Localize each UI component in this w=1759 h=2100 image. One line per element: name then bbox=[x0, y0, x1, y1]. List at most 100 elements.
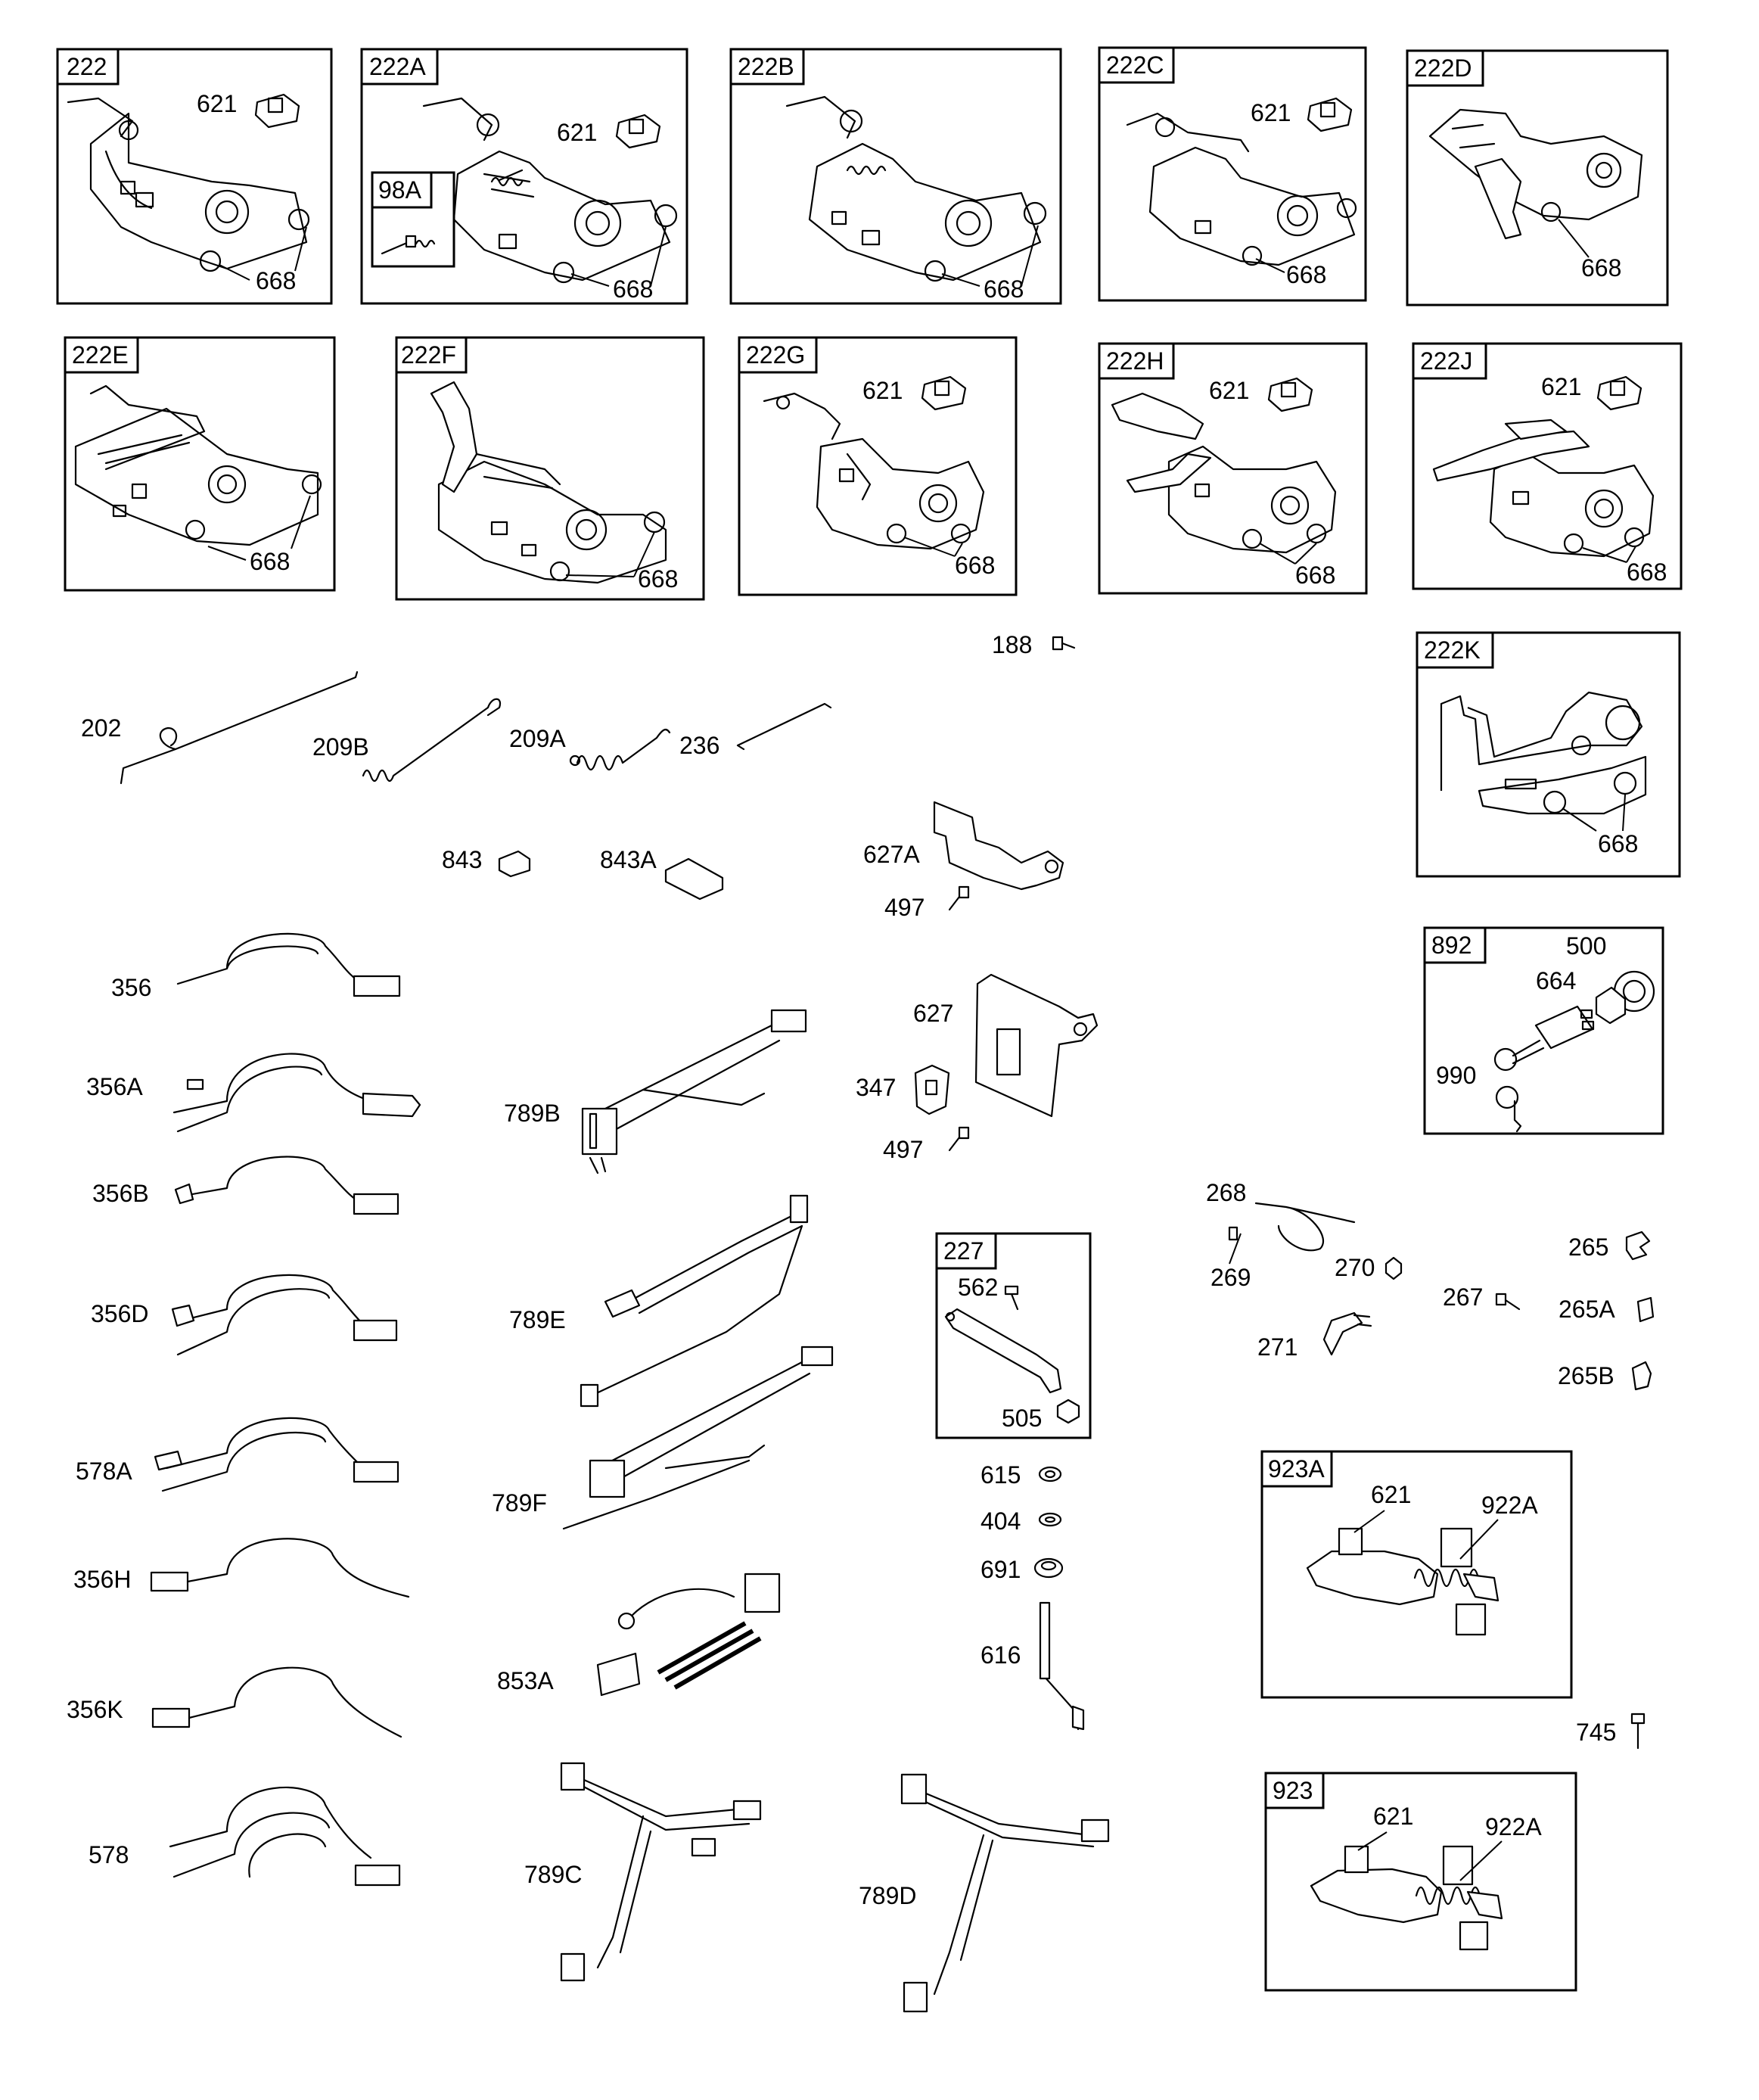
box-title: 222B bbox=[738, 53, 794, 80]
box-222B: 222B 668 bbox=[729, 48, 1062, 305]
part-label: 271 bbox=[1257, 1333, 1297, 1361]
callout-922A: 922A bbox=[1485, 1813, 1542, 1840]
callout-621: 621 bbox=[1541, 373, 1581, 400]
part-label: 843A bbox=[600, 846, 657, 873]
control-bracket-drawing bbox=[1111, 392, 1337, 554]
part-label: 627 bbox=[913, 1000, 953, 1027]
part-615: 615 bbox=[981, 1461, 1062, 1489]
part-789D: 789D bbox=[859, 1773, 1110, 2013]
part-497: 497 bbox=[883, 1126, 970, 1163]
control-bracket-drawing bbox=[1126, 112, 1357, 266]
part-label: 616 bbox=[981, 1641, 1021, 1669]
part-578A: 578A bbox=[76, 1417, 399, 1492]
part-label: 578A bbox=[76, 1458, 132, 1485]
callout-668: 668 bbox=[1598, 830, 1638, 857]
part-label: 615 bbox=[981, 1461, 1021, 1489]
part-578: 578 bbox=[89, 1786, 401, 1887]
box-title: 222F bbox=[401, 341, 456, 369]
part-265: 265 bbox=[1568, 1230, 1651, 1261]
part-label: 265A bbox=[1559, 1296, 1615, 1323]
part-356: 356 bbox=[111, 932, 401, 1001]
box-98A: 98A bbox=[371, 171, 455, 268]
part-209A: 209A bbox=[509, 725, 671, 771]
callout-621: 621 bbox=[557, 119, 597, 146]
callout-668: 668 bbox=[256, 267, 296, 294]
part-label: 356D bbox=[91, 1300, 149, 1327]
part-202: 202 bbox=[81, 670, 359, 785]
callout-668: 668 bbox=[1581, 254, 1621, 282]
part-label: 356H bbox=[73, 1566, 132, 1593]
part-789E: 789E bbox=[509, 1194, 809, 1408]
callout-621: 621 bbox=[1209, 377, 1249, 404]
clip-621-drawing bbox=[1307, 97, 1353, 132]
control-bracket-drawing bbox=[67, 97, 310, 272]
part-269: 269 bbox=[1210, 1233, 1251, 1291]
callout-562: 562 bbox=[958, 1274, 998, 1301]
part-236: 236 bbox=[679, 702, 832, 759]
part-label: 269 bbox=[1210, 1264, 1251, 1291]
part-label: 209B bbox=[312, 733, 369, 761]
box-222A: 222A 621 668 98A bbox=[360, 48, 688, 305]
part-356K: 356K bbox=[67, 1666, 402, 1738]
lever-arm-drawing bbox=[944, 1285, 1080, 1424]
box-title: 222D bbox=[1414, 54, 1472, 82]
callout-621: 621 bbox=[1251, 99, 1291, 126]
box-222: 222 621 668 bbox=[56, 48, 333, 305]
box-title: 98A bbox=[378, 176, 422, 204]
callout-505: 505 bbox=[1002, 1405, 1042, 1432]
box-title: 222J bbox=[1420, 347, 1472, 375]
part-label: 356 bbox=[111, 974, 151, 1001]
part-789C: 789C bbox=[524, 1762, 762, 1982]
part-404: 404 bbox=[981, 1507, 1062, 1535]
part-356D: 356D bbox=[91, 1274, 398, 1356]
part-label: 404 bbox=[981, 1507, 1021, 1535]
box-title: 222G bbox=[746, 341, 805, 369]
part-265B: 265B bbox=[1558, 1361, 1652, 1391]
part-265A: 265A bbox=[1559, 1296, 1655, 1323]
callout-621: 621 bbox=[197, 90, 237, 117]
box-222E: 222E 668 bbox=[64, 336, 336, 592]
part-label: 188 bbox=[992, 631, 1032, 658]
control-bracket-drawing bbox=[785, 95, 1047, 282]
bracket-plate-drawing bbox=[1440, 691, 1647, 815]
callout-668: 668 bbox=[250, 548, 290, 575]
callout-668: 668 bbox=[1295, 562, 1335, 589]
callout-668: 668 bbox=[984, 275, 1024, 303]
part-789F: 789F bbox=[492, 1346, 834, 1530]
callout-500: 500 bbox=[1566, 932, 1606, 960]
box-title: 892 bbox=[1431, 932, 1472, 959]
part-843A: 843A bbox=[600, 846, 724, 901]
part-label: 356K bbox=[67, 1696, 123, 1723]
clip-621-drawing bbox=[615, 114, 661, 149]
part-627: 627 bbox=[913, 973, 1099, 1118]
part-label: 627A bbox=[863, 841, 920, 868]
part-label: 843 bbox=[442, 846, 482, 873]
part-270: 270 bbox=[1335, 1254, 1403, 1281]
callout-668: 668 bbox=[1286, 261, 1326, 288]
part-267: 267 bbox=[1443, 1283, 1521, 1311]
part-label: 268 bbox=[1206, 1179, 1246, 1206]
screw-and-spring-drawing bbox=[381, 235, 436, 255]
clip-621-drawing bbox=[1267, 377, 1313, 412]
screw-drawing bbox=[1052, 636, 1076, 651]
callout-668: 668 bbox=[1627, 558, 1667, 586]
control-bracket-drawing bbox=[763, 392, 985, 550]
box-title: 923A bbox=[1268, 1455, 1325, 1482]
part-label: 745 bbox=[1576, 1719, 1616, 1746]
part-label: 202 bbox=[81, 714, 121, 742]
box-title: 222E bbox=[72, 341, 129, 369]
part-label: 497 bbox=[884, 894, 925, 921]
control-bracket-drawing bbox=[1432, 418, 1655, 558]
part-271: 271 bbox=[1257, 1311, 1372, 1361]
callout-922A: 922A bbox=[1481, 1492, 1538, 1519]
part-188: 188 bbox=[992, 631, 1076, 658]
part-label: 789C bbox=[524, 1861, 583, 1888]
callout-990: 990 bbox=[1436, 1062, 1476, 1089]
part-356A: 356A bbox=[86, 1053, 421, 1133]
box-227: 227 562 505 bbox=[935, 1232, 1092, 1439]
box-222D: 222D 668 bbox=[1406, 49, 1669, 306]
part-label: 789B bbox=[504, 1100, 561, 1127]
part-356B: 356B bbox=[92, 1156, 399, 1215]
part-label: 356A bbox=[86, 1073, 143, 1100]
